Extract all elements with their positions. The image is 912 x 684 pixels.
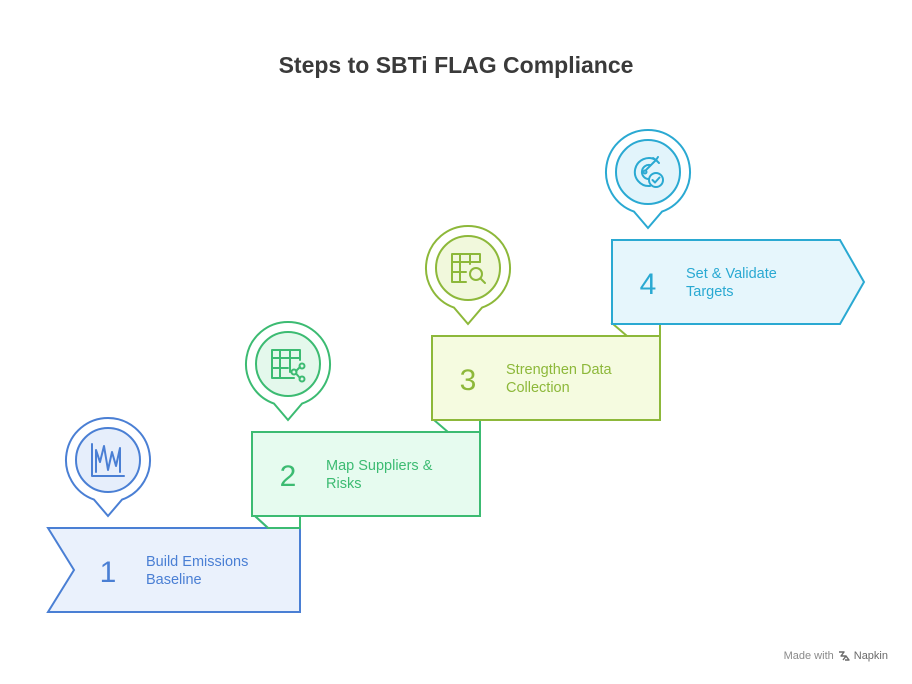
step-4-pin (605, 128, 691, 230)
step-3-label-line-2: Collection (506, 380, 570, 396)
step-4: 4 (605, 128, 866, 325)
step-2-label: Map Suppliers & Risks (326, 457, 476, 493)
step-2-tab (431, 419, 481, 433)
step-3-pin (425, 224, 511, 326)
step-1-label: Build Emissions Baseline (146, 553, 296, 589)
chart-icon (91, 443, 125, 477)
step-3-label: Strengthen Data Collection (506, 361, 656, 397)
step-1-pin (65, 416, 151, 518)
step-2-box (251, 431, 481, 517)
step-2-label-line-2: Risks (326, 476, 362, 492)
step-1-label-line-1: Build Emissions (146, 554, 249, 570)
step-3: 3 (425, 224, 661, 421)
step-4-label-line-2: Targets (686, 284, 734, 300)
step-3-tab (610, 323, 661, 337)
step-2-pin (245, 320, 331, 422)
credit-brand: Napkin (853, 650, 888, 662)
made-with-credit[interactable]: Made with Napkin (784, 650, 888, 662)
napkin-logo-icon (838, 651, 850, 661)
step-2-number: 2 (280, 460, 297, 493)
step-4-label-line-1: Set & Validate (686, 266, 777, 282)
step-1-number: 1 (100, 556, 117, 589)
table-search-icon (451, 253, 486, 284)
diagram-title: Steps to SBTi FLAG Compliance (278, 52, 634, 78)
step-2: 2 (245, 320, 481, 529)
step-3-label-line-1: Strengthen Data (506, 362, 612, 378)
step-1-box (46, 527, 301, 613)
step-2-label-line-1: Map Suppliers & (326, 458, 433, 474)
step-1: 1 (46, 416, 301, 613)
step-1-label-line-2: Baseline (146, 572, 202, 588)
table-share-icon (271, 349, 306, 383)
step-4-number: 4 (640, 268, 657, 301)
target-check-icon (633, 156, 664, 188)
step-4-box (611, 239, 866, 325)
credit-prefix: Made with (783, 650, 834, 662)
step-3-box (431, 335, 661, 421)
step-3-number: 3 (460, 364, 477, 397)
step-4-label: Set & Validate Targets (686, 265, 836, 301)
